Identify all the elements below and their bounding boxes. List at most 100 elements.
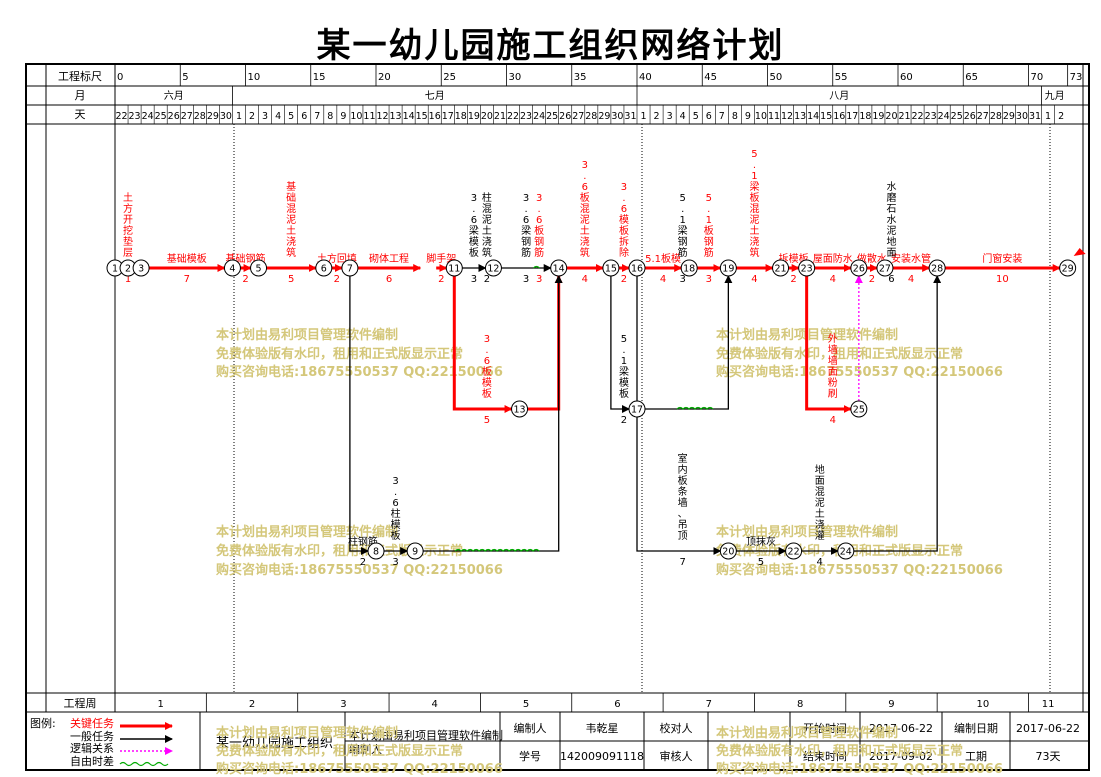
watermark-line-1: 本计划由易利项目管理软件编制 xyxy=(216,327,398,343)
task-duration: 3 xyxy=(471,274,477,285)
task-label-char: 墙 xyxy=(828,343,838,356)
event-node-circle xyxy=(223,259,241,277)
day-cell: 2 xyxy=(1058,111,1064,122)
event-node-circle xyxy=(785,542,803,560)
event-node-label: 25 xyxy=(853,405,865,416)
day-cell: 29 xyxy=(207,111,219,122)
task-label-char: 板 xyxy=(580,191,590,204)
task-duration: 3 xyxy=(392,557,398,568)
event-node: 28 xyxy=(928,259,946,277)
event-node-circle xyxy=(1059,259,1077,277)
task-label-char: 筑 xyxy=(482,246,492,259)
task-label-char: 5 xyxy=(679,193,685,204)
task-duration: 5 xyxy=(288,274,294,285)
month-label-3: 九月 xyxy=(1045,90,1065,102)
task-label-char: 1 xyxy=(621,356,627,367)
day-cell: 29 xyxy=(598,111,610,122)
week-label-6: 7 xyxy=(706,699,712,710)
task-arrows xyxy=(123,264,1061,555)
day-cell: 2 xyxy=(654,111,660,122)
task-duration: 2 xyxy=(790,274,796,285)
event-node: 6 xyxy=(315,259,333,277)
day-cell: 28 xyxy=(990,111,1002,122)
day-cell: 28 xyxy=(585,111,597,122)
day-cell: 17 xyxy=(846,111,858,122)
day-cell: 10 xyxy=(755,111,767,122)
event-node: 7 xyxy=(341,259,359,277)
day-cell: 24 xyxy=(142,111,154,122)
event-node-circle xyxy=(602,259,620,277)
task-label-char: . xyxy=(707,204,710,215)
end-flag-icon xyxy=(1073,248,1086,256)
event-node: 15 xyxy=(602,259,620,277)
event-node: 3 xyxy=(132,259,150,277)
watermark-line-1: 本计划由易利项目管理软件编制 xyxy=(216,725,398,741)
week-label-7: 8 xyxy=(797,699,803,710)
task-label-char: 浇 xyxy=(580,235,590,248)
task-label-char: 模 xyxy=(482,377,492,389)
event-node-label: 15 xyxy=(605,264,617,275)
watermark-footer-right: 本计划由易利项目管理软件编制 免费体验版有水印，租用和正式版显示正常 购买咨询电… xyxy=(716,725,1003,777)
task-label-char: 土 xyxy=(286,224,296,237)
event-node-label: 27 xyxy=(879,264,891,275)
task-name: 砌体工程 xyxy=(369,253,409,265)
scale-tick-label: 50 xyxy=(770,72,783,83)
scale-tick-label: 55 xyxy=(835,72,848,83)
event-node: 29 xyxy=(1059,259,1077,277)
day-cell: 5 xyxy=(288,111,294,122)
watermark-line-1: 本计划由易利项目管理软件编制 xyxy=(716,725,898,741)
event-node-circle xyxy=(928,259,946,277)
event-node-circle xyxy=(628,400,646,418)
event-node: 8 xyxy=(367,542,385,560)
task-label-char: 浇 xyxy=(749,235,759,248)
task-label-char: 梁 xyxy=(749,180,759,193)
task-label-char: 土 xyxy=(815,507,825,520)
task-duration: 4 xyxy=(582,274,588,285)
day-cell: 11 xyxy=(768,111,780,122)
task-duration: 1 xyxy=(125,274,131,285)
event-node-circle xyxy=(772,259,790,277)
event-node-label: 26 xyxy=(853,264,865,275)
event-node: 18 xyxy=(680,259,698,277)
task-label-char: 板 xyxy=(619,387,629,400)
watermark-bottom-right: 本计划由易利项目管理软件编制 免费体验版有水印，租用和正式版显示正常 购买咨询电… xyxy=(716,524,1003,578)
day-cell: 5 xyxy=(693,111,699,122)
task-label-char: . xyxy=(753,160,756,171)
task-label-char: 板 xyxy=(704,224,714,237)
task-duration: 2 xyxy=(334,274,340,285)
event-node: 24 xyxy=(837,542,855,560)
day-cell: 25 xyxy=(546,111,558,122)
editor-name: 韦乾星 xyxy=(586,722,619,735)
event-node-label: 16 xyxy=(631,264,643,275)
day-cell: 7 xyxy=(314,111,320,122)
event-node-label: 21 xyxy=(775,264,787,275)
task-label-char: 水 xyxy=(886,214,896,226)
event-node-circle xyxy=(406,542,424,560)
watermark-line-3: 购买咨询电话:18675550537 QQ:22150066 xyxy=(216,562,503,578)
task-label-char: 混 xyxy=(482,203,492,215)
event-node-label: 17 xyxy=(631,405,643,416)
task-label-char: 筋 xyxy=(678,246,688,259)
month-separators xyxy=(233,124,1051,693)
week-label-2: 3 xyxy=(340,699,346,710)
scale-tick-label: 35 xyxy=(574,72,587,83)
task-label-char: 挖 xyxy=(123,224,133,237)
task-label-char: 泥 xyxy=(286,213,296,226)
day-cell: 21 xyxy=(898,111,910,122)
task-label-char: 水 xyxy=(886,181,896,193)
event-node-circle xyxy=(367,542,385,560)
task-label-char: 板 xyxy=(619,224,629,237)
day-cell: 30 xyxy=(220,111,232,122)
task-label-char: 粉 xyxy=(828,376,838,389)
day-cell: 15 xyxy=(416,111,428,122)
task-label-char: 层 xyxy=(123,247,133,259)
event-node-label: 19 xyxy=(722,264,734,275)
month-label: 月 xyxy=(75,89,86,102)
day-cell: 28 xyxy=(194,111,206,122)
task-label-char: 础 xyxy=(286,192,296,204)
day-cell: 18 xyxy=(455,111,467,122)
